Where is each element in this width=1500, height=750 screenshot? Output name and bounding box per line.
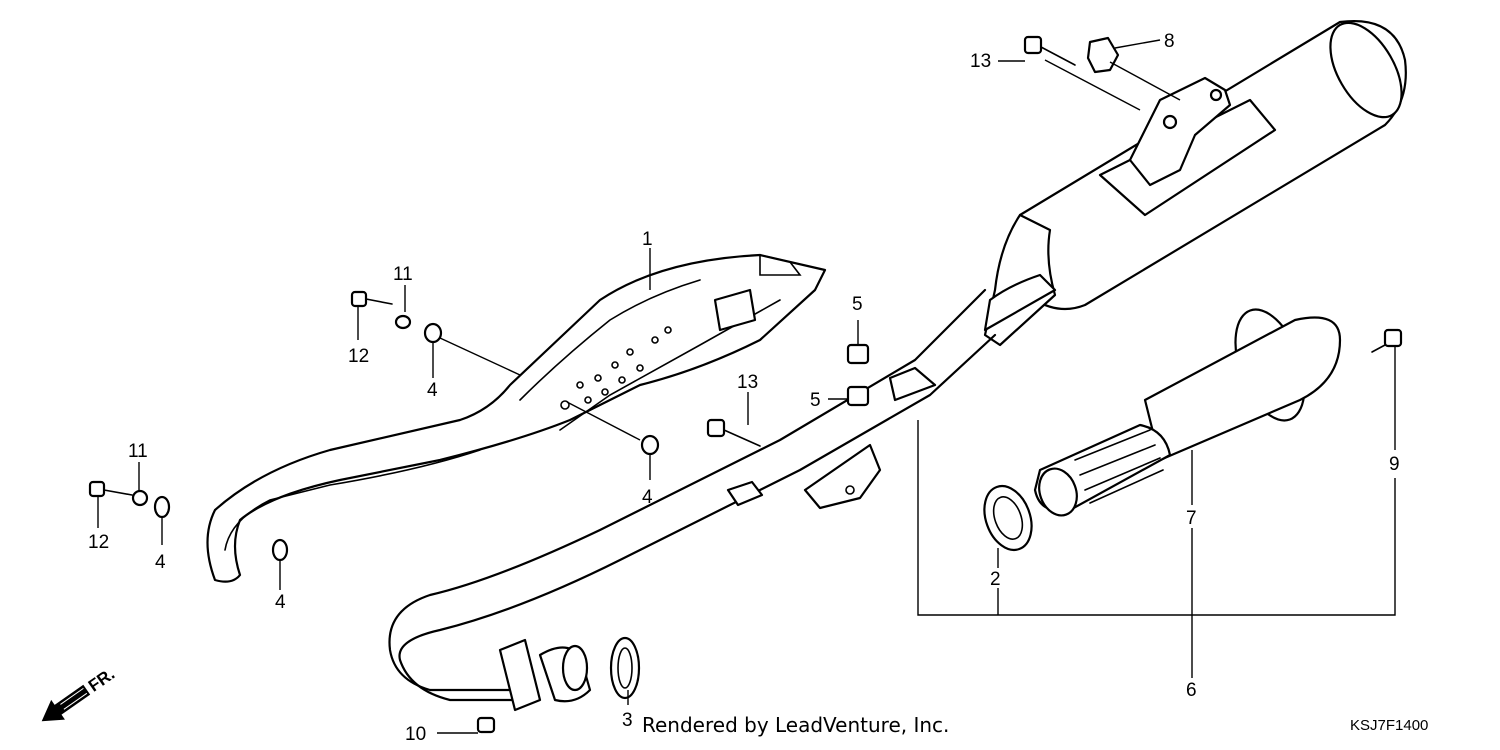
callout-4-d: 4 <box>275 592 286 613</box>
callout-4-c: 4 <box>155 552 166 573</box>
callout-12-a: 12 <box>348 346 369 367</box>
callout-7: 7 <box>1186 508 1197 529</box>
spark-arrester <box>1033 308 1342 517</box>
front-direction-arrow: FR. <box>41 664 118 722</box>
callout-3: 3 <box>622 710 633 731</box>
callout-5-b: 5 <box>810 390 821 411</box>
callout-11-a: 11 <box>393 264 413 285</box>
callout-8: 8 <box>1164 31 1175 52</box>
callout-13-a: 13 <box>737 372 758 393</box>
callout-11-b: 11 <box>128 441 148 462</box>
leader-lines <box>97 39 1396 734</box>
callout-labels: 1 2 3 4 4 4 4 5 5 6 7 8 9 10 11 11 12 12… <box>88 31 1400 745</box>
callout-4-b: 4 <box>642 487 653 508</box>
callout-12-b: 12 <box>88 532 109 553</box>
gasket-3 <box>609 636 641 700</box>
callout-10: 10 <box>405 724 426 745</box>
direction-label: FR. <box>85 664 118 695</box>
callout-1: 1 <box>642 229 653 250</box>
callout-13-b: 13 <box>970 51 991 72</box>
diagram-code: KSJ7F1400 <box>1350 717 1428 734</box>
callout-2: 2 <box>990 569 1001 590</box>
callout-4-a: 4 <box>427 380 438 401</box>
bolts-washers <box>88 35 1403 734</box>
footer-credit: Rendered by LeadVenture, Inc. <box>642 713 949 737</box>
callout-5-a: 5 <box>852 294 863 315</box>
callout-6: 6 <box>1186 680 1197 701</box>
callout-9: 9 <box>1389 454 1400 475</box>
exhaust-pipe <box>388 288 997 712</box>
muffler <box>983 20 1407 347</box>
gasket-2 <box>983 484 1033 552</box>
heat-shield <box>206 253 827 583</box>
